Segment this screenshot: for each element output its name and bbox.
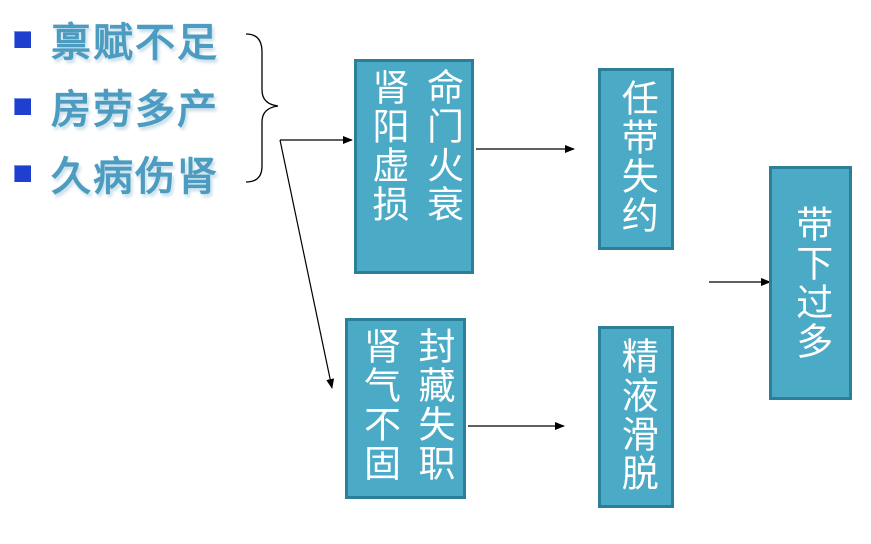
square-bullet-icon: [14, 30, 31, 48]
curly-brace: [245, 33, 279, 183]
belt-vessel-text: 任带失约: [615, 79, 659, 235]
cause-text: 久病伤肾: [51, 154, 219, 200]
storage-failure-text: 封藏失职: [412, 327, 456, 483]
arrow-to-kidney-qi: [279, 139, 335, 389]
essence-box: 精液滑脱: [598, 326, 674, 508]
result-box: 带下过多: [769, 166, 852, 400]
cause-item: 禀赋不足: [14, 10, 219, 68]
cause-text: 房劳多产: [51, 87, 219, 133]
cause-text: 禀赋不足: [51, 20, 219, 66]
cause-item: 房劳多产: [14, 77, 219, 135]
cause-item: 久病伤肾: [14, 144, 219, 202]
square-bullet-icon: [14, 164, 31, 182]
life-gate-text: 命门火衰: [420, 68, 464, 224]
kidney-qi-box: 肾气不固 封藏失职: [345, 318, 466, 499]
result-text: 带下过多: [789, 205, 833, 361]
essence-text: 精液滑脱: [615, 337, 659, 493]
kidney-yang-box: 肾阳虚损 命门火衰: [354, 59, 474, 274]
kidney-qi-text: 肾气不固: [357, 327, 401, 483]
kidney-yang-text: 肾阳虚损: [366, 68, 409, 224]
square-bullet-icon: [14, 97, 31, 115]
belt-vessel-box: 任带失约: [598, 68, 674, 250]
